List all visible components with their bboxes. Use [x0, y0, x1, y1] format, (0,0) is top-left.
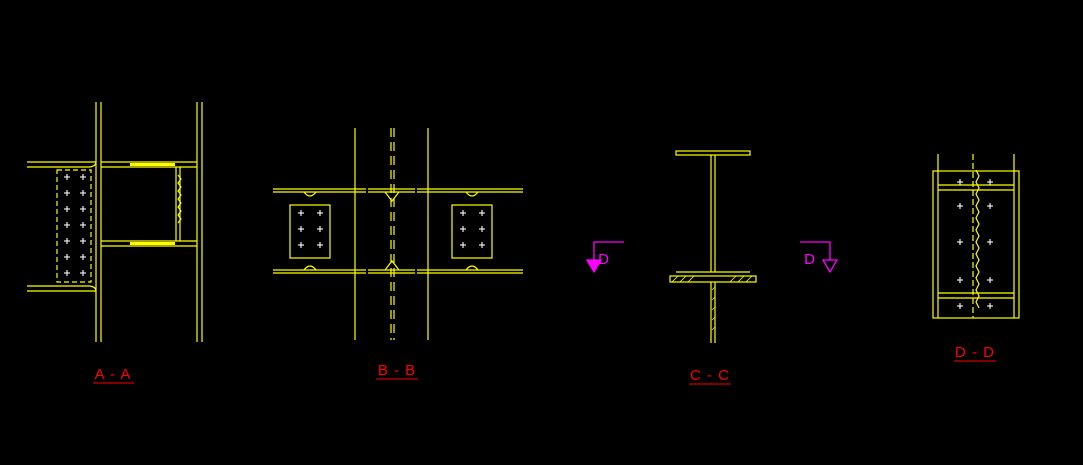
- bolt-symbol: [80, 222, 86, 228]
- bolt-symbol: [64, 174, 70, 180]
- section-a-a-drawing: [27, 102, 203, 342]
- svg-text:D - D: D - D: [955, 344, 995, 361]
- bolt-symbol: [957, 303, 963, 309]
- bolt-symbol: [987, 303, 993, 309]
- bolt-symbol: [987, 203, 993, 209]
- section-label-b-b: B - B: [376, 362, 418, 380]
- bolt-symbol: [317, 226, 323, 232]
- bolt-symbol: [987, 179, 993, 185]
- section-label-d-d: D - D: [954, 344, 996, 362]
- bolt-symbol: [479, 226, 485, 232]
- bolt-symbol: [298, 210, 304, 216]
- bolt-symbol: [80, 238, 86, 244]
- bolt-symbol: [957, 277, 963, 283]
- bolt-symbol: [64, 254, 70, 260]
- svg-text:C - C: C - C: [690, 367, 730, 384]
- bolt-symbol: [317, 210, 323, 216]
- bolt-symbol: [957, 239, 963, 245]
- section-b-b-drawing: [273, 128, 523, 340]
- bolt-symbol: [298, 226, 304, 232]
- bolt-symbol: [80, 270, 86, 276]
- bolt-symbol: [64, 206, 70, 212]
- svg-text:B - B: B - B: [378, 362, 416, 379]
- bolt-symbol: [64, 222, 70, 228]
- bolt-symbol: [460, 242, 466, 248]
- bolt-symbol: [479, 242, 485, 248]
- bolt-symbol: [80, 254, 86, 260]
- bolt-symbol: [80, 206, 86, 212]
- bolt-holes: [64, 174, 993, 309]
- cut-marker-left: [585, 241, 624, 274]
- section-label-c-c: C - C: [689, 367, 731, 385]
- bolt-symbol: [957, 203, 963, 209]
- bolt-symbol: [64, 270, 70, 276]
- bolt-symbol: [80, 190, 86, 196]
- section-c-c-drawing: [669, 150, 757, 343]
- bolt-symbol: [64, 190, 70, 196]
- section-a-a-welds: [130, 163, 175, 245]
- bolt-symbol: [479, 210, 485, 216]
- section-label-a-a: A - A: [93, 366, 134, 384]
- bolt-symbol: [460, 226, 466, 232]
- section-d-d-drawing: [932, 154, 1020, 319]
- bolt-symbol: [80, 174, 86, 180]
- svg-text:A - A: A - A: [95, 366, 132, 383]
- bolt-symbol: [987, 277, 993, 283]
- bolt-symbol: [317, 242, 323, 248]
- cut-marker-right: [800, 241, 839, 274]
- bolt-symbol: [460, 210, 466, 216]
- bolt-symbol: [987, 239, 993, 245]
- bolt-symbol: [64, 238, 70, 244]
- bolt-symbol: [957, 179, 963, 185]
- cut-marker-left-letter: D: [598, 251, 610, 268]
- bolt-symbol: [298, 242, 304, 248]
- cut-marker-right-letter: D: [804, 251, 816, 268]
